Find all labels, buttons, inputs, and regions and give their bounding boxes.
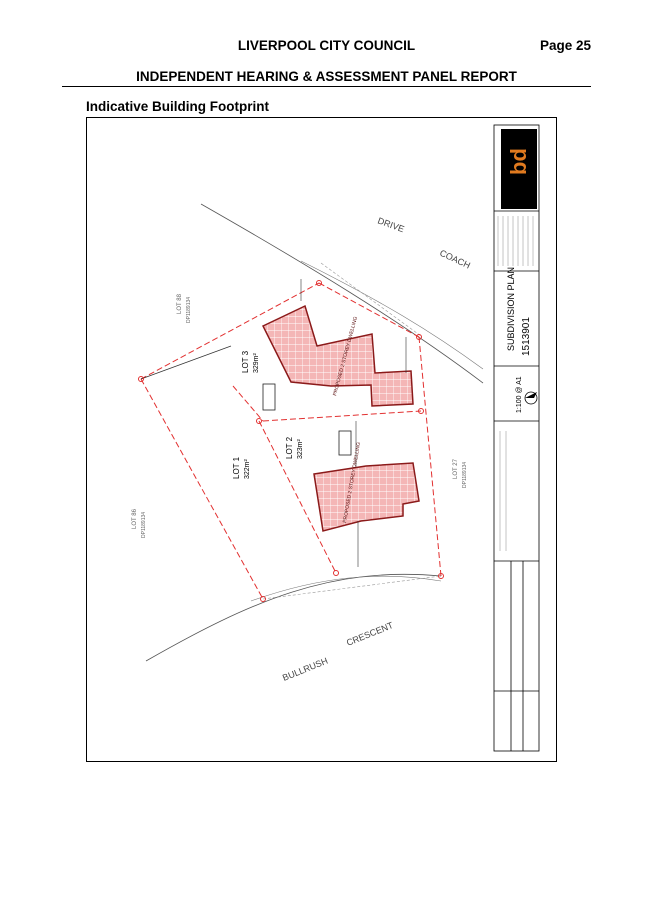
dwelling-footprint-lot3 <box>261 304 414 407</box>
boundary-lot1-lot2 <box>258 420 337 574</box>
street-name-drive: DRIVE <box>376 215 405 234</box>
boundary-northeast <box>318 282 420 338</box>
title-block-notes <box>497 216 534 551</box>
drawing-title: SUBDIVISION PLAN <box>506 267 516 351</box>
north-arrow-icon <box>524 391 538 405</box>
lot2-name: LOT 2 <box>285 436 294 459</box>
figure-caption: Indicative Building Footprint <box>86 99 269 114</box>
survey-marks <box>138 280 444 602</box>
bullrush-crescent-kerb-inner <box>250 575 442 602</box>
lot88-dp: DP1189134 <box>186 297 192 323</box>
boundary-east <box>418 336 442 577</box>
coach-drive-boundary <box>320 262 422 337</box>
council-name: LIVERPOOL CITY COUNCIL <box>237 38 416 53</box>
boundary-lot1-north-dim <box>140 345 232 380</box>
bullrush-crescent-boundary <box>262 575 442 600</box>
lot88-name: LOT 88 <box>177 293 183 314</box>
page-number: Page 25 <box>539 38 591 53</box>
street-name-crescent: CRESCENT <box>345 620 395 648</box>
title-block <box>493 124 540 752</box>
lot86-dp: DP1189134 <box>141 512 147 538</box>
company-logo-mark: bd <box>506 148 531 175</box>
boundary-north <box>140 282 320 380</box>
boundary-west <box>140 378 264 600</box>
boundary-lot3-rear <box>232 385 264 422</box>
plan-svg: DRIVE COACH BULLRUSH CRESCENT LOT 3 329m… <box>132 124 540 752</box>
lot86-name: LOT 86 <box>132 508 138 529</box>
report-title: INDEPENDENT HEARING & ASSESSMENT PANEL R… <box>136 69 517 84</box>
ancillary-structure-lot2 <box>338 430 352 456</box>
ancillary-structure-lot3 <box>262 383 276 411</box>
dwelling-footprint-lot2 <box>313 462 420 532</box>
setback-lines <box>300 279 407 567</box>
street-name-bullrush: BULLRUSH <box>281 656 329 683</box>
lot2-area: 323m² <box>297 438 304 459</box>
boundary-lot3-lot2 <box>262 410 422 422</box>
drawing-scale: 1:100 @ A1 <box>516 376 523 413</box>
lot-boundaries <box>140 282 442 600</box>
drawing-number: 1513901 <box>521 317 532 356</box>
lot27-dp: DP1189134 <box>462 462 468 488</box>
coach-drive-kerb-outer <box>200 203 484 384</box>
company-logo-block <box>501 129 537 209</box>
lot1-area: 322m² <box>244 458 251 479</box>
lot3-area: 329m² <box>253 352 260 373</box>
bullrush-crescent-kerb-outer <box>145 573 442 662</box>
lot1-name: LOT 1 <box>232 456 241 479</box>
street-name-coach: COACH <box>438 248 472 271</box>
header-rule <box>62 86 591 87</box>
lot27-name: LOT 27 <box>453 458 459 479</box>
lot3-name: LOT 3 <box>241 350 250 373</box>
coach-drive-kerb-inner <box>300 260 484 370</box>
subdivision-plan-drawing: DRIVE COACH BULLRUSH CRESCENT LOT 3 329m… <box>86 117 557 762</box>
